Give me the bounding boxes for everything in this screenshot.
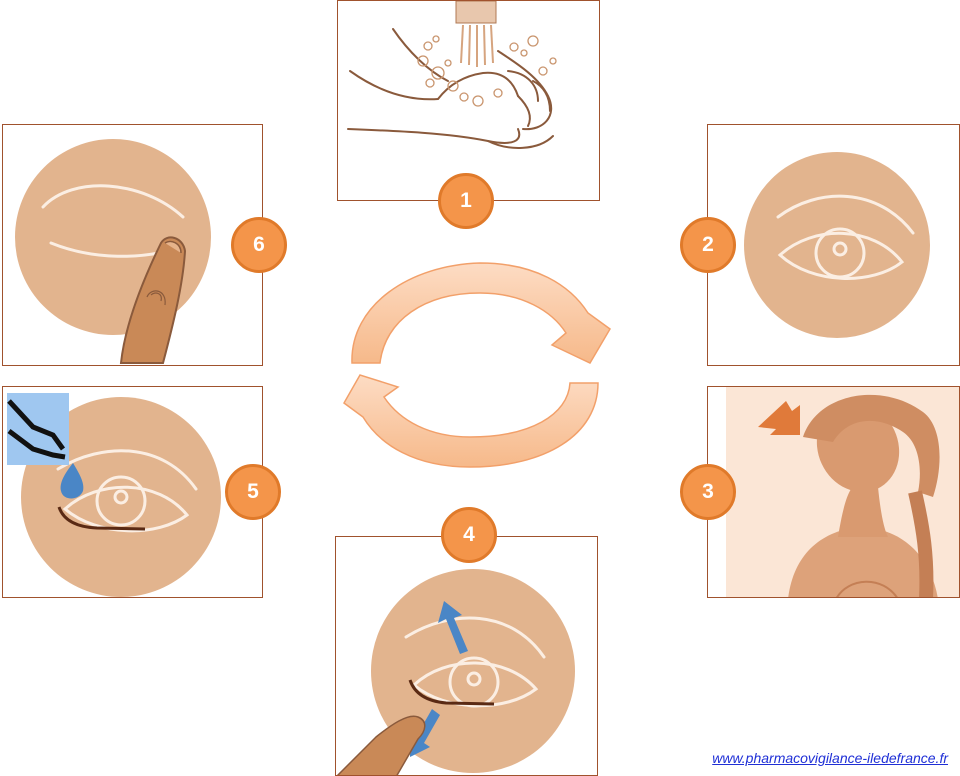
step-1-panel (337, 0, 600, 201)
clockwise-arrow-bottom (343, 374, 599, 468)
step-6-panel (2, 124, 263, 366)
step-4-panel (335, 536, 598, 776)
clockwise-arrow-top (351, 262, 611, 364)
eyelid-pulled-down-illustration (336, 569, 575, 775)
step-4-badge: 4 (441, 507, 497, 563)
cycle-arrows (343, 262, 611, 468)
head-tilted-back-illustration (726, 387, 959, 597)
step-5-panel (2, 386, 263, 598)
step-2-badge: 2 (680, 217, 736, 273)
step-5-badge: 5 (225, 464, 281, 520)
eye-drop-illustration (7, 393, 221, 597)
hand-washing-illustration (347, 1, 557, 149)
eye-closed-illustration (15, 139, 211, 364)
step-3-panel (707, 386, 960, 598)
step-6-badge: 6 (231, 217, 287, 273)
step-2-panel (707, 124, 960, 366)
step-3-badge: 3 (680, 464, 736, 520)
step-1-badge: 1 (438, 173, 494, 229)
source-link[interactable]: www.pharmacovigilance-iledefrance.fr (712, 750, 948, 766)
eye-illustration (744, 152, 930, 338)
